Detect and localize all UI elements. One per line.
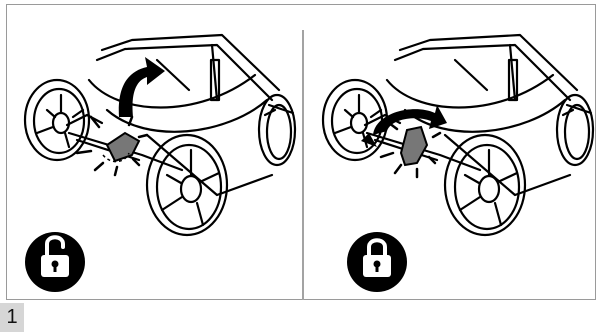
panel-divider <box>302 30 304 300</box>
upward-curved-arrow <box>118 57 165 117</box>
motion-lines <box>75 115 149 177</box>
brake-pedal <box>102 131 141 163</box>
rotating-arrow <box>361 105 447 147</box>
motion-lines <box>379 121 442 179</box>
step-number: 1 <box>6 306 18 328</box>
step-number-badge: 1 <box>0 303 24 332</box>
stroller-illustration-locked <box>321 33 595 292</box>
illustration-frame <box>6 4 596 300</box>
stroller-illustration-unlocked <box>23 33 297 292</box>
locked-padlock-icon <box>347 232 407 292</box>
brake-pedal <box>399 125 429 167</box>
panel-locked <box>305 5 595 299</box>
panel-unlocked <box>7 5 301 299</box>
unlocked-padlock-icon <box>25 232 85 292</box>
